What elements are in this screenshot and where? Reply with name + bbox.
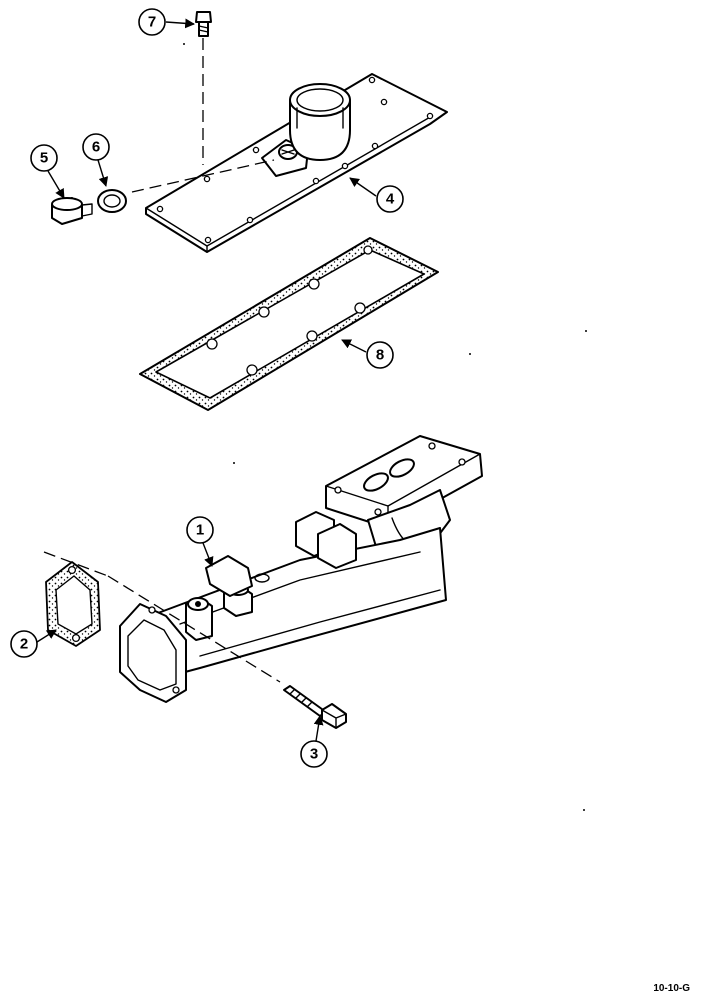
- callout-7-label: 7: [148, 14, 156, 31]
- callout-1-label: 1: [196, 522, 204, 539]
- washer-part-6: [97, 189, 127, 213]
- callout-2: 2: [10, 629, 57, 658]
- bolt-part-3: [283, 685, 347, 729]
- exhaust-manifold-part-1: [119, 435, 483, 703]
- manifold-gasket-part-2: [43, 551, 281, 683]
- callout-5: 5: [30, 144, 65, 199]
- callout-5-label: 5: [40, 150, 48, 167]
- callout-8: 8: [341, 339, 394, 369]
- callout-3: 3: [300, 715, 328, 768]
- callout-6: 6: [82, 133, 110, 187]
- callout-1: 1: [186, 516, 214, 567]
- scan-specks: [183, 43, 587, 811]
- callout-3-label: 3: [310, 746, 318, 763]
- figure-code: 10-10-G: [653, 983, 690, 994]
- callout-6-label: 6: [92, 139, 100, 156]
- callout-8-label: 8: [376, 347, 384, 364]
- callout-4-label: 4: [386, 191, 395, 208]
- intake-cover-part-4: [131, 73, 448, 253]
- callout-4: 4: [349, 177, 404, 213]
- callout-2-label: 2: [20, 636, 28, 653]
- gasket-part-8: [139, 237, 439, 411]
- callout-7: 7: [138, 8, 195, 36]
- plug-part-5: [51, 197, 93, 225]
- cap-screw-part-7: [195, 11, 212, 165]
